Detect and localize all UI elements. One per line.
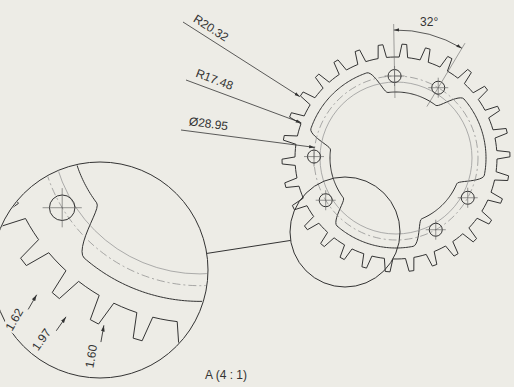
center-mark bbox=[435, 220, 436, 240]
dimension-arrow bbox=[56, 317, 66, 331]
angle-arc bbox=[394, 30, 462, 48]
gear-outline bbox=[282, 44, 510, 272]
angle-text: 32° bbox=[419, 15, 439, 29]
cutout-outline bbox=[311, 73, 486, 248]
detail-ground bbox=[0, 162, 208, 378]
bolt-circle bbox=[314, 76, 478, 240]
dimension-text: R17.48 bbox=[193, 66, 236, 93]
extension-line bbox=[427, 43, 465, 106]
gear bbox=[282, 44, 510, 272]
center-mark bbox=[325, 190, 326, 210]
detail-view bbox=[0, 0, 423, 348]
holes bbox=[304, 66, 478, 240]
detail-gear bbox=[0, 0, 423, 348]
view-label: A (4 : 1) bbox=[204, 368, 248, 382]
dimension-text: Ø28.95 bbox=[187, 114, 230, 133]
center-mark bbox=[314, 147, 315, 167]
extension-line bbox=[394, 24, 395, 98]
center-mark bbox=[467, 188, 468, 208]
detail-link bbox=[207, 240, 291, 253]
leader-line bbox=[181, 130, 315, 147]
detail-circle bbox=[0, 162, 208, 378]
dimension-arrow bbox=[28, 295, 37, 310]
dimension-arrow bbox=[101, 325, 104, 342]
detail-marker bbox=[290, 177, 400, 287]
